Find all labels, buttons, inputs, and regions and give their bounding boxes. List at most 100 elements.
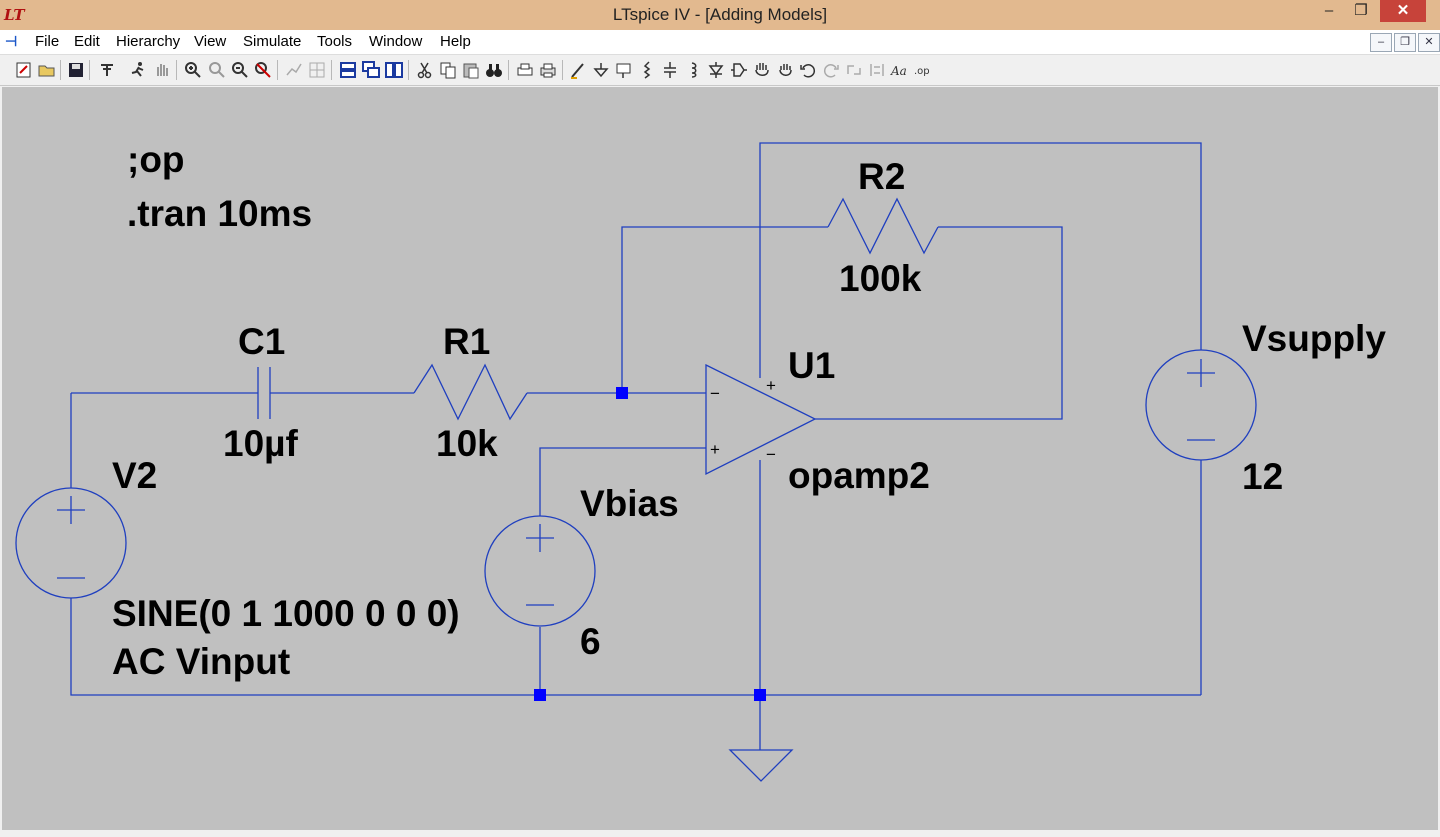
toolbar: Aa .op (0, 55, 1440, 86)
v2-ac-label[interactable]: AC Vinput (112, 641, 290, 682)
ground-icon[interactable] (591, 60, 611, 80)
spice-directive-op[interactable]: ;op (127, 139, 185, 180)
spice-directive-icon[interactable]: .op (913, 60, 933, 80)
move-icon[interactable] (752, 60, 772, 80)
wire[interactable] (759, 142, 1202, 378)
menu-hierarchy[interactable]: Hierarchy (116, 33, 181, 50)
v2-value-label[interactable]: SINE(0 1 1000 0 0 0) (112, 593, 460, 634)
mdi-close-button[interactable]: ✕ (1418, 33, 1440, 52)
maximize-button[interactable]: ❐ (1354, 2, 1368, 19)
mdi-restore-button[interactable]: ❐ (1394, 33, 1416, 52)
new-schematic-icon[interactable] (14, 60, 34, 80)
r1-value-label[interactable]: 10k (436, 423, 498, 464)
voltage-source-vsupply[interactable] (1145, 349, 1257, 461)
toolbar-separator (408, 60, 409, 80)
redo-icon[interactable] (821, 60, 841, 80)
menu-edit[interactable]: Edit (74, 33, 100, 50)
minimize-button[interactable]: – (1324, 2, 1334, 19)
halt-icon[interactable] (152, 60, 172, 80)
wire[interactable] (815, 226, 1063, 420)
close-button[interactable]: ✕ (1380, 0, 1426, 22)
u1-value-label[interactable]: opamp2 (788, 455, 930, 496)
junction-node[interactable] (616, 387, 628, 399)
vsupply-polarity-marks (1187, 359, 1215, 441)
resistor-icon[interactable] (637, 60, 657, 80)
zoom-pan-icon[interactable] (207, 60, 227, 80)
toolbar-separator (89, 60, 90, 80)
paste-icon[interactable] (461, 60, 481, 80)
run-icon[interactable] (128, 60, 148, 80)
inductor-icon[interactable] (683, 60, 703, 80)
autorange-icon[interactable] (284, 60, 304, 80)
mirror-icon[interactable] (867, 60, 887, 80)
voltage-source-vbias[interactable] (484, 515, 596, 627)
mdi-minimize-button[interactable]: – (1370, 33, 1392, 52)
label-net-icon[interactable] (614, 60, 634, 80)
toolbar-separator (508, 60, 509, 80)
menu-file[interactable]: File (35, 33, 60, 50)
wire[interactable] (621, 226, 828, 393)
r1-name-label[interactable]: R1 (443, 321, 490, 362)
schematic-svg: − + + − ;op .tran 10ms C1 10µf R1 10k R2… (15, 139, 1386, 782)
ground-bus-wire[interactable] (70, 598, 1201, 696)
cut-icon[interactable] (415, 60, 435, 80)
undo-icon[interactable] (798, 60, 818, 80)
tile-vertical-icon[interactable] (384, 60, 404, 80)
grid-icon[interactable] (307, 60, 327, 80)
print-setup-icon[interactable] (515, 60, 535, 80)
vbias-polarity-marks (526, 524, 554, 606)
vbias-name-label[interactable]: Vbias (580, 483, 679, 524)
menu-view[interactable]: View (194, 33, 227, 50)
zoom-in-icon[interactable] (183, 60, 203, 80)
r2-value-label[interactable]: 100k (839, 258, 922, 299)
menu-window[interactable]: Window (369, 33, 423, 50)
vsupply-name-label[interactable]: Vsupply (1242, 318, 1386, 359)
spice-directive-tran[interactable]: .tran 10ms (127, 193, 312, 234)
menu-simulate[interactable]: Simulate (243, 33, 302, 50)
vbias-value-label[interactable]: 6 (580, 621, 601, 662)
v2-name-label[interactable]: V2 (112, 455, 157, 496)
opamp-u1[interactable] (705, 363, 817, 476)
schematic-doc-icon[interactable]: ⊣ (5, 33, 18, 49)
menu-help[interactable]: Help (440, 33, 471, 50)
menu-tools[interactable]: Tools (317, 33, 353, 50)
voltage-source-v2[interactable] (15, 487, 127, 599)
cascade-icon[interactable] (361, 60, 381, 80)
menu-bar: ⊣ File Edit Hierarchy View Simulate Tool… (0, 30, 1440, 55)
junction-node[interactable] (754, 689, 766, 701)
capacitor-c1[interactable] (257, 367, 271, 419)
resistor-r1[interactable] (413, 363, 528, 421)
ltspice-app-icon[interactable]: LT (4, 6, 25, 24)
diode-icon[interactable] (706, 60, 726, 80)
c1-name-label[interactable]: C1 (238, 321, 285, 362)
save-icon[interactable] (66, 60, 86, 80)
zoom-out-icon[interactable] (230, 60, 250, 80)
junction-nodes (534, 387, 766, 701)
c1-value-label[interactable]: 10µf (223, 423, 298, 464)
print-icon[interactable] (538, 60, 558, 80)
tile-horizontal-icon[interactable] (338, 60, 358, 80)
toolbar-separator (277, 60, 278, 80)
control-panel-icon[interactable] (97, 60, 117, 80)
find-icon[interactable] (484, 60, 504, 80)
wire[interactable] (539, 447, 706, 516)
svg-text:.op: .op (914, 66, 930, 77)
rotate-icon[interactable] (844, 60, 864, 80)
junction-node[interactable] (534, 689, 546, 701)
opamp-vminus-pin-mark: − (766, 445, 776, 464)
vsupply-value-label[interactable]: 12 (1242, 456, 1283, 497)
copy-icon[interactable] (438, 60, 458, 80)
capacitor-icon[interactable] (660, 60, 680, 80)
wire-icon[interactable] (568, 60, 588, 80)
resistor-r2[interactable] (827, 197, 939, 255)
zoom-fit-icon[interactable] (253, 60, 273, 80)
text-icon[interactable]: Aa (890, 60, 910, 80)
ground-symbol[interactable] (728, 749, 794, 782)
u1-name-label[interactable]: U1 (788, 345, 835, 386)
drag-icon[interactable] (775, 60, 795, 80)
schematic-canvas[interactable]: − + + − ;op .tran 10ms C1 10µf R1 10k R2… (2, 87, 1438, 830)
toolbar-separator (60, 60, 61, 80)
open-icon[interactable] (37, 60, 57, 80)
r2-name-label[interactable]: R2 (858, 156, 905, 197)
component-icon[interactable] (729, 60, 749, 80)
